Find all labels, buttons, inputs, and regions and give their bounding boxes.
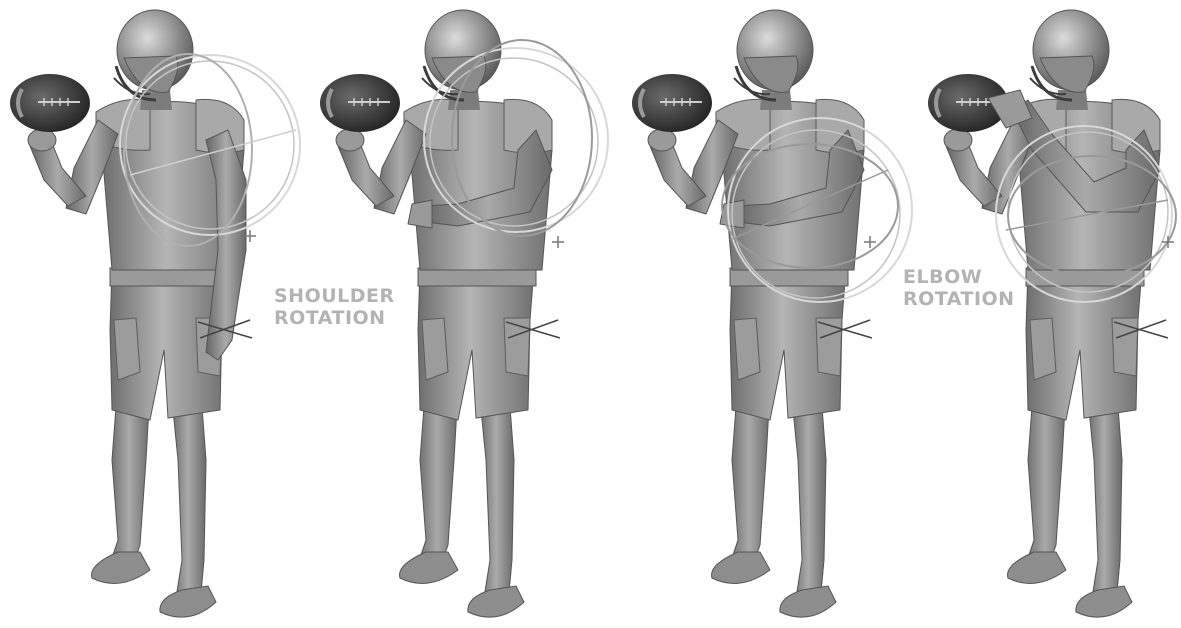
football-3 bbox=[632, 74, 712, 132]
figure-3 bbox=[632, 10, 912, 617]
shoulder-caption-line1: SHOULDER bbox=[274, 285, 395, 307]
shoulder-rotation-caption: SHOULDER ROTATION bbox=[274, 285, 395, 329]
elbow-caption-line1: ELBOW bbox=[903, 266, 1015, 288]
elbow-caption-line2: ROTATION bbox=[903, 288, 1015, 310]
elbow-rotation-caption: ELBOW ROTATION bbox=[903, 266, 1015, 310]
football-1 bbox=[10, 74, 90, 132]
figure-1 bbox=[10, 10, 300, 617]
figure-4 bbox=[928, 10, 1176, 617]
football-2 bbox=[320, 74, 400, 132]
shoulder-caption-line2: ROTATION bbox=[274, 307, 395, 329]
